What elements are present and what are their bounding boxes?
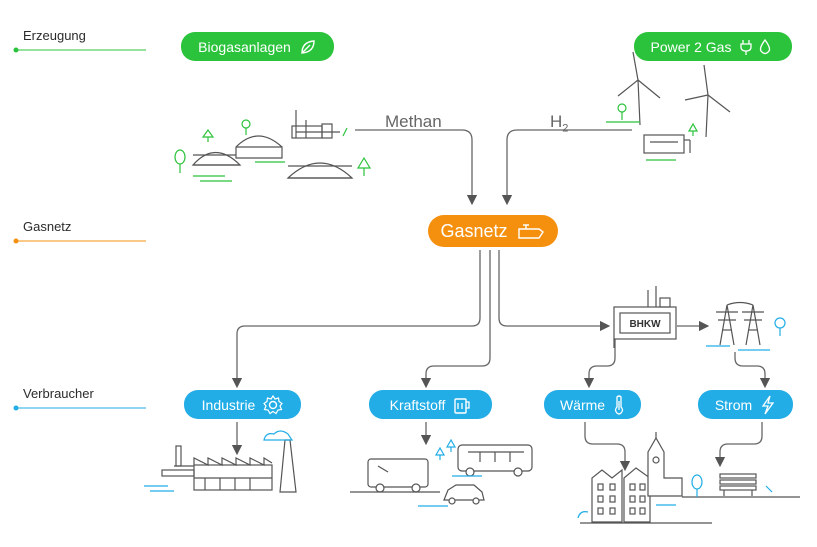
electricity-to-town-line — [714, 422, 763, 468]
heat-to-town-line — [584, 422, 631, 472]
section-line-production — [13, 47, 146, 53]
power-to-electricity-line — [734, 352, 771, 389]
section-label-grid: Gasnetz — [23, 219, 72, 234]
waerme-label: Wärme — [559, 396, 606, 413]
wind-turbines-illustration — [617, 51, 731, 154]
gear-icon — [263, 394, 284, 414]
bhkw-unit — [613, 286, 677, 348]
factory-cloud-icon — [144, 430, 294, 492]
vehicles-illustration — [350, 444, 533, 505]
power-pylons-illustration — [716, 301, 764, 346]
waerme-node[interactable]: Wärme — [544, 390, 641, 419]
gasnetz-label: Gasnetz — [440, 220, 508, 241]
biogas-plant-illustration — [191, 110, 354, 179]
section-line-grid — [13, 238, 146, 244]
industrie-node[interactable]: Industrie — [184, 390, 301, 419]
oil-can-icon — [517, 224, 544, 239]
wind-trees-icon — [606, 103, 699, 161]
kraftstoff-node[interactable]: Kraftstoff — [369, 390, 492, 419]
strom-node[interactable]: Strom — [698, 390, 793, 419]
biogas-label: Biogasanlagen — [198, 38, 291, 55]
h2-base-text: H — [550, 112, 563, 131]
section-label-consumers: Verbraucher — [23, 386, 94, 401]
power2gas-label: Power 2 Gas — [650, 38, 732, 55]
town-accent-icon — [577, 474, 773, 519]
town-illustration — [580, 432, 800, 524]
pylon-accent-icon — [706, 317, 786, 351]
kraftstoff-label: Kraftstoff — [389, 396, 446, 413]
strom-label: Strom — [714, 396, 753, 413]
gasnetz-node[interactable]: Gasnetz — [428, 215, 558, 247]
vehicles-accent-icon — [418, 438, 482, 507]
section-label-production: Erzeugung — [23, 28, 86, 43]
h2-flow-line — [501, 129, 632, 206]
biogas-node[interactable]: Biogasanlagen — [181, 32, 334, 61]
methan-flow-label: Methan — [385, 112, 442, 131]
section-line-consumers — [13, 405, 146, 411]
factory-illustration — [161, 439, 297, 493]
bhkw-label: BHKW — [629, 319, 661, 330]
biogas-trees-icon — [174, 119, 372, 182]
fuel-can-icon — [454, 397, 471, 414]
bhkw-to-heat-line — [583, 338, 616, 389]
industrie-label: Industrie — [201, 396, 256, 413]
lightning-icon — [761, 395, 775, 414]
thermometer-icon — [614, 394, 624, 415]
h2-flow-label: H2 — [550, 112, 568, 134]
methan-flow-line — [355, 129, 478, 206]
gas-to-fuel-line — [420, 250, 491, 389]
plug-drop-icon — [740, 38, 771, 55]
h2-subscript-text: 2 — [562, 122, 569, 135]
gas-to-bhkw-line — [498, 250, 611, 332]
gas-to-industry-line — [231, 250, 481, 389]
power2gas-node[interactable]: Power 2 Gas — [634, 32, 792, 61]
leaf-icon — [301, 39, 315, 54]
